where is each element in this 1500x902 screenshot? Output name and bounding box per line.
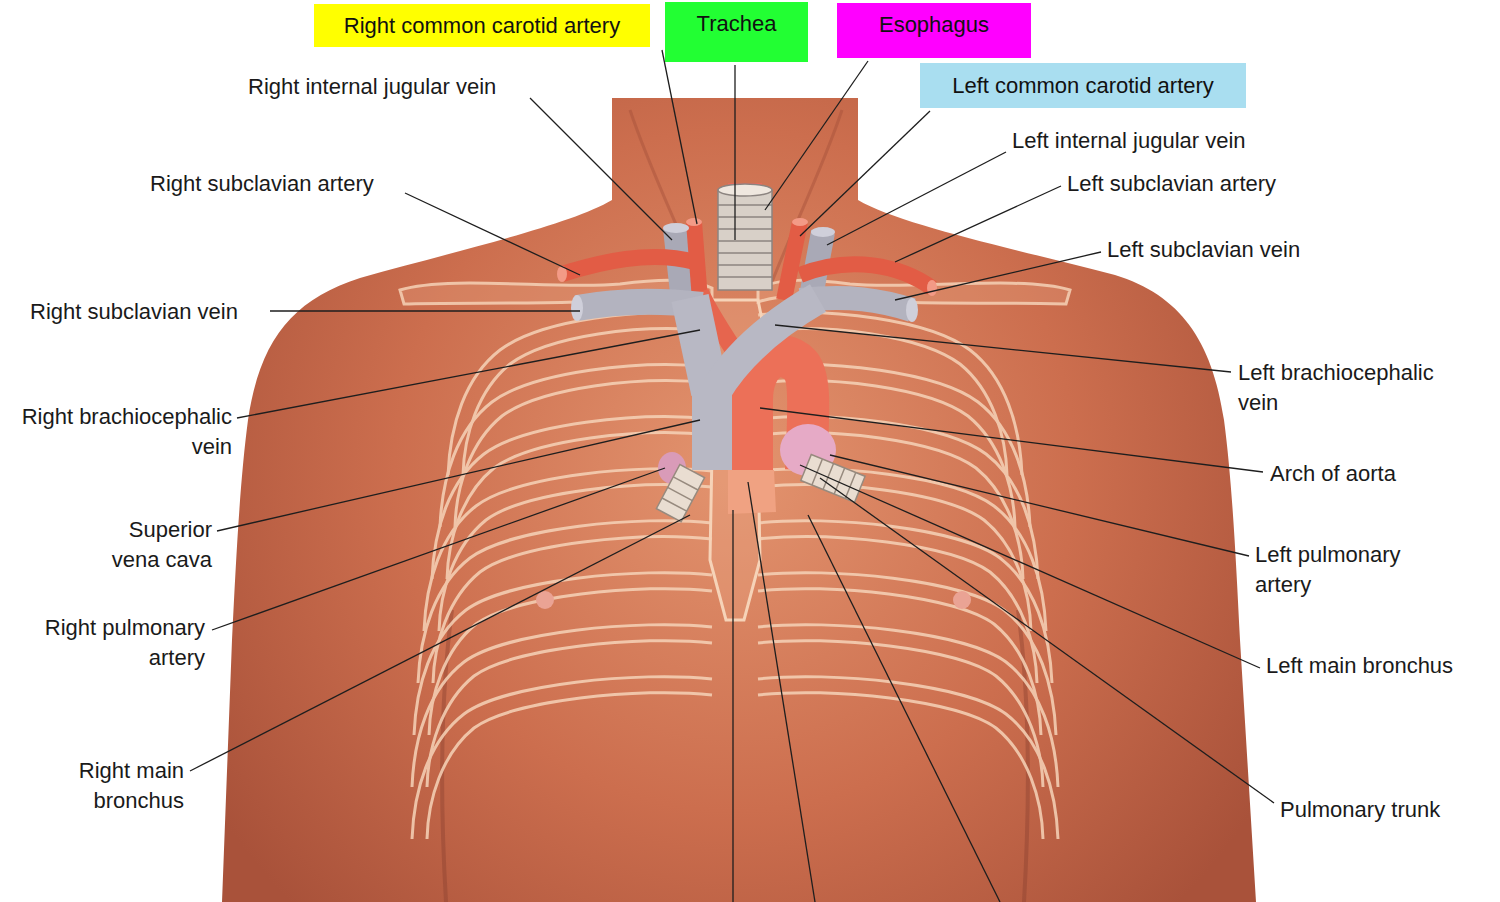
structure-label: Right pulmonary artery — [20, 613, 205, 673]
colored-label-box: Esophagus — [837, 3, 1031, 58]
trachea-top — [718, 184, 772, 196]
vessel-end — [811, 227, 835, 237]
vessel-end — [663, 223, 689, 233]
trachea — [718, 190, 772, 290]
leader-line — [662, 50, 697, 224]
rib — [414, 573, 712, 735]
leader-line — [808, 515, 1000, 902]
structure-label: Right subclavian artery — [150, 169, 374, 199]
structure-label: Left brachiocephalic vein — [1238, 358, 1473, 418]
leader-line — [827, 152, 1006, 245]
leader-line — [734, 65, 735, 240]
leader-line — [748, 482, 815, 902]
trachea-rings — [718, 205, 772, 277]
right-main-bronchus — [656, 464, 704, 521]
leader-line — [530, 98, 672, 240]
leader-line — [270, 310, 580, 311]
bronchus-rings — [662, 477, 698, 511]
leader-line — [775, 325, 1231, 372]
structure-name: Trachea — [697, 11, 777, 37]
rib-cage-half — [400, 280, 712, 839]
left-common-carotid-artery — [784, 222, 800, 300]
structure-label: Superior vena cava — [97, 515, 212, 575]
right-common-carotid-artery — [694, 222, 700, 300]
structure-label: Right subclavian vein — [30, 297, 238, 327]
vessel-end — [906, 298, 918, 322]
structure-label: Pulmonary trunk — [1280, 795, 1440, 825]
structure-label: Right main bronchus — [59, 756, 184, 816]
structure-label: Left internal jugular vein — [1012, 126, 1246, 156]
structure-label: Right internal jugular vein — [248, 72, 496, 102]
bronchus-rings — [812, 459, 856, 498]
leader-line — [765, 61, 868, 210]
vessel-end — [927, 280, 937, 296]
structure-label: Right brachiocephalic vein — [17, 402, 232, 462]
leader-line — [760, 408, 1263, 472]
right-subclavian-artery — [562, 257, 695, 274]
leader-line — [405, 193, 580, 275]
rib — [412, 677, 712, 839]
leader-line — [217, 420, 700, 531]
colored-label-box: Left common carotid artery — [920, 63, 1246, 108]
structure-label: Arch of aorta — [1270, 459, 1396, 489]
bronchus-tube — [656, 464, 704, 521]
structure-name: Left common carotid artery — [952, 73, 1214, 99]
leader-line — [237, 330, 700, 418]
leader-line — [212, 468, 665, 630]
rib — [418, 521, 712, 683]
superior-vena-cava — [692, 380, 732, 470]
leader-line — [895, 186, 1061, 262]
left-subclavian-artery — [800, 264, 932, 288]
left-brachiocephalic-vein — [715, 298, 818, 392]
nipple — [536, 591, 554, 609]
structure-label: Left pulmonary artery — [1255, 540, 1425, 600]
body-silhouette — [222, 98, 1256, 902]
leader-line — [895, 252, 1101, 300]
colored-label-box: Right common carotid artery — [314, 4, 650, 47]
leader-line — [820, 478, 1274, 803]
structure-label: Left main bronchus — [1266, 651, 1453, 681]
structure-label: Left subclavian artery — [1067, 169, 1276, 199]
structure-name: Right common carotid artery — [344, 13, 620, 39]
vessel-end — [571, 295, 583, 321]
leader-line — [732, 510, 733, 902]
structure-name: Esophagus — [879, 12, 989, 38]
structure-label: Left subclavian vein — [1107, 235, 1300, 265]
nipple — [953, 591, 971, 609]
leader-line — [190, 515, 690, 771]
vessel-end — [686, 218, 702, 226]
rib — [412, 625, 712, 787]
vessel-end — [792, 218, 808, 226]
colored-label-box: Trachea — [665, 2, 808, 62]
leader-line — [800, 111, 930, 236]
